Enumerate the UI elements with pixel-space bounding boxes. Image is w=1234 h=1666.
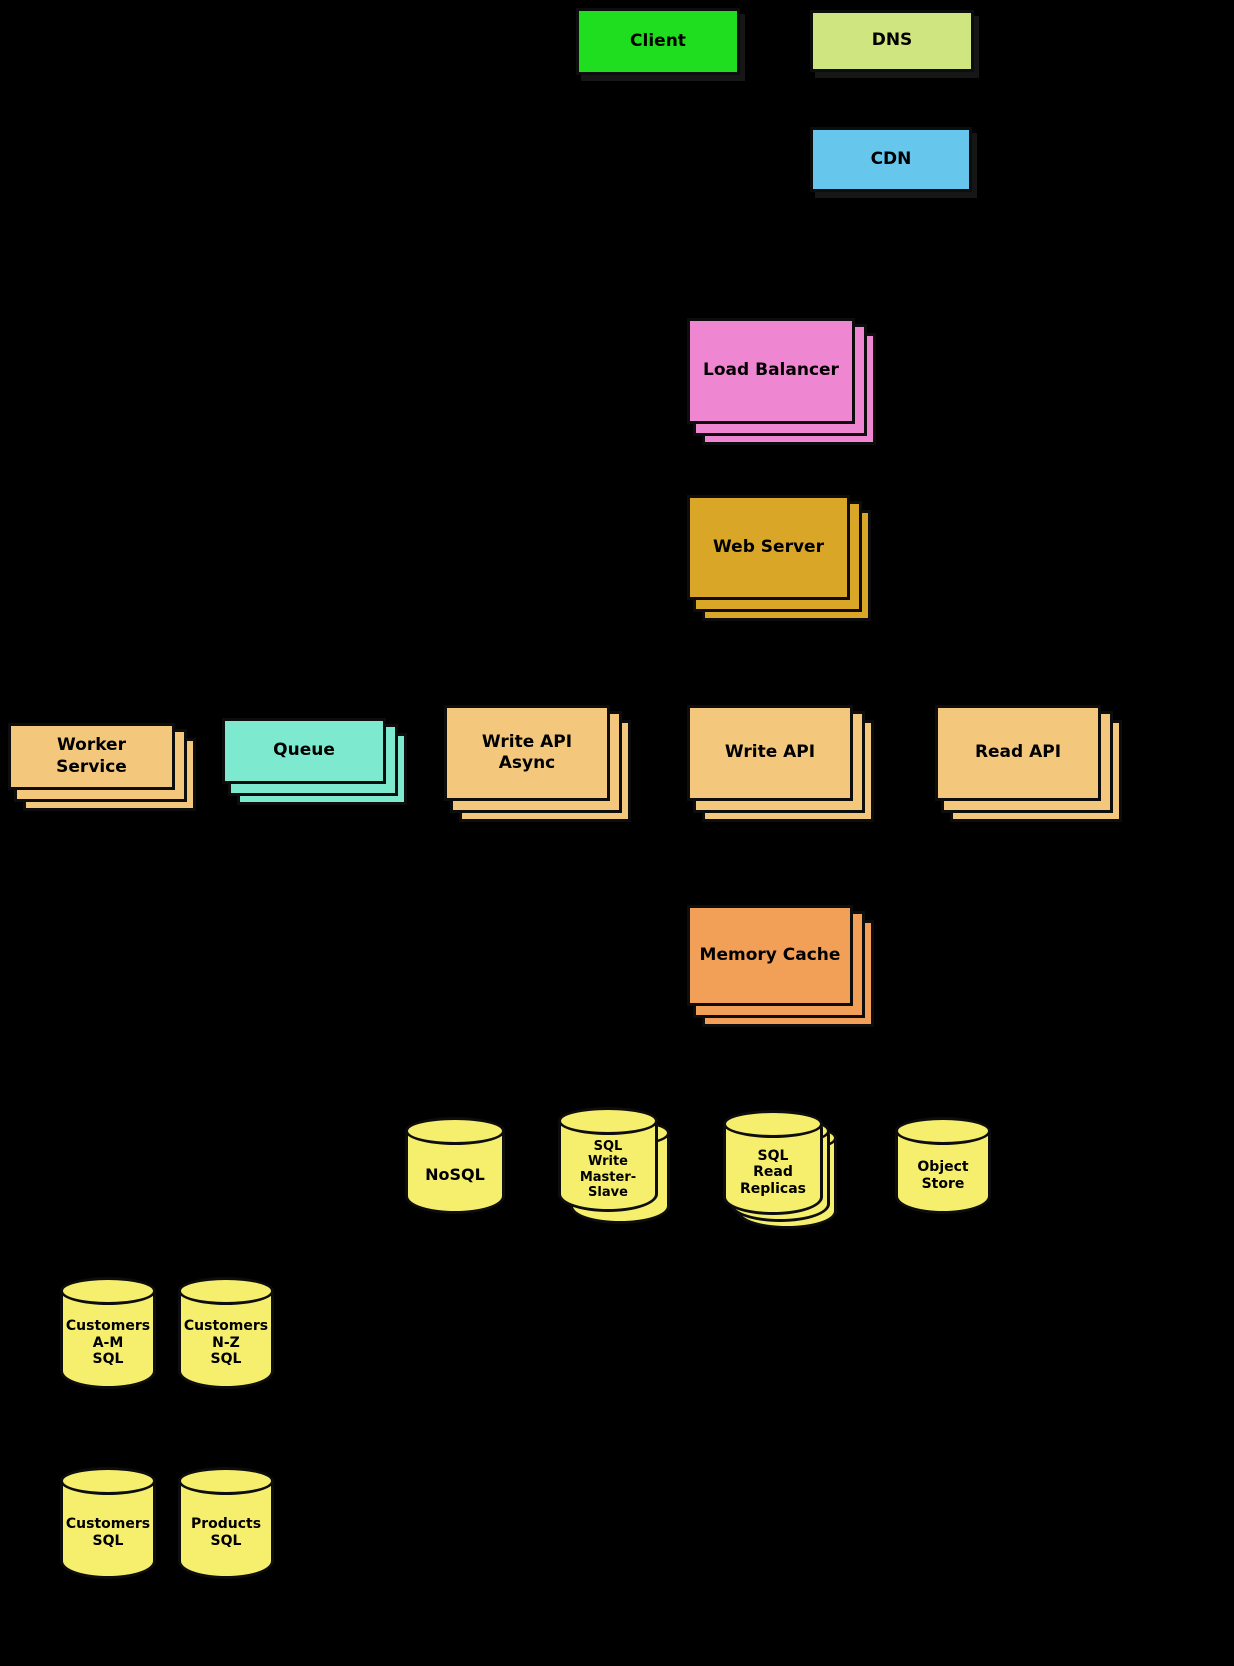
sql-write-master-slave-node: SQL Write Master- Slave — [558, 1107, 670, 1224]
worker-service-node: Worker Service — [8, 723, 175, 790]
load-balancer-node: Load Balancer — [687, 318, 855, 424]
queue-node: Queue — [222, 718, 386, 784]
dns-label: DNS — [871, 30, 913, 51]
customers-nz-sql-label: Customers N-Z SQL — [183, 1318, 269, 1368]
memory-cache-node: Memory Cache — [687, 905, 853, 1006]
object-store-node: Object Store — [895, 1117, 991, 1214]
nosql-label: NoSQL — [425, 1165, 485, 1185]
worker-service-label: Worker Service — [56, 735, 127, 777]
customers-am-sql-label: Customers A-M SQL — [65, 1318, 151, 1368]
write-api-label: Write API — [724, 742, 816, 763]
customers-am-sql-node: Customers A-M SQL — [60, 1277, 156, 1389]
sql-write-label: SQL Write Master- Slave — [579, 1138, 637, 1200]
object-store-cylinder: Object Store — [895, 1117, 991, 1214]
write-api-async-node: Write API Async — [444, 705, 610, 801]
object-store-label: Object Store — [917, 1158, 969, 1192]
customers-sql-label: Customers SQL — [65, 1516, 151, 1549]
read-api-node: Read API — [935, 705, 1101, 801]
products-sql-label: Products SQL — [190, 1516, 262, 1549]
write-api-node: Write API — [687, 705, 853, 801]
cdn-node: CDN — [810, 127, 972, 192]
read-api-label: Read API — [974, 742, 1062, 763]
queue-label: Queue — [273, 740, 335, 761]
web-server-node: Web Server — [687, 495, 850, 600]
client-node: Client — [576, 8, 740, 75]
nosql-cylinder: NoSQL — [405, 1117, 505, 1214]
dns-node: DNS — [810, 10, 974, 72]
customers-sql-cylinder: Customers SQL — [60, 1467, 156, 1579]
nosql-node: NoSQL — [405, 1117, 505, 1214]
products-sql-cylinder: Products SQL — [178, 1467, 274, 1579]
client-label: Client — [630, 30, 686, 51]
load-balancer-label: Load Balancer — [703, 360, 839, 381]
customers-sql-node: Customers SQL — [60, 1467, 156, 1579]
write-api-async-label: Write API Async — [481, 731, 573, 773]
customers-nz-sql-cylinder: Customers N-Z SQL — [178, 1277, 274, 1389]
web-server-label: Web Server — [713, 536, 824, 557]
customers-nz-sql-node: Customers N-Z SQL — [178, 1277, 274, 1389]
sql-write-cylinder: SQL Write Master- Slave — [558, 1107, 658, 1212]
memory-cache-label: Memory Cache — [699, 944, 841, 965]
sql-read-label: SQL Read Replicas — [740, 1147, 806, 1197]
sql-read-replicas-node: SQL Read Replicas — [723, 1110, 837, 1229]
sql-read-cylinder: SQL Read Replicas — [723, 1110, 823, 1215]
cdn-label: CDN — [870, 148, 912, 169]
customers-am-sql-cylinder: Customers A-M SQL — [60, 1277, 156, 1389]
products-sql-node: Products SQL — [178, 1467, 274, 1579]
